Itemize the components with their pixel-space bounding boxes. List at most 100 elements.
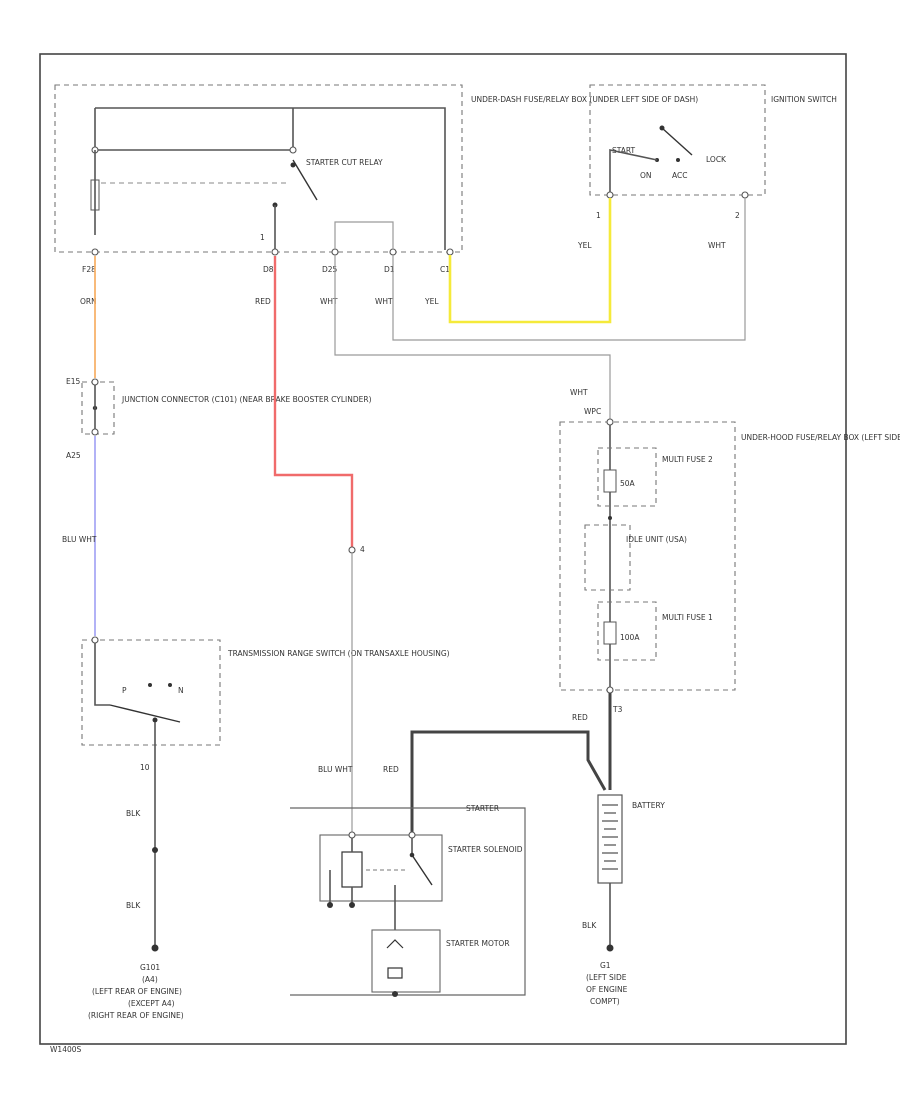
multi-fuse-1-box — [597, 601, 657, 661]
battery-cells — [602, 804, 618, 870]
connector-t3 — [606, 686, 614, 694]
ignition-switch: START ON ACC LOCK 1 2 — [596, 125, 749, 220]
relay-pin-top — [289, 146, 297, 154]
ignition-switch-label: IGNITION SWITCH — [771, 95, 837, 104]
wire-wht-label-3: WHT — [708, 241, 726, 250]
starter-label: STARTER — [466, 804, 499, 813]
ignition-pin-2 — [741, 191, 749, 199]
d8-label: D8 — [263, 265, 274, 274]
trans-contact-n — [168, 683, 172, 687]
wire-yel-label-1: YEL — [424, 297, 439, 306]
solenoid-contact — [409, 852, 415, 858]
starter-solenoid-box — [319, 834, 443, 902]
trans-input-wire — [94, 643, 110, 706]
trans-switch-arm — [109, 704, 181, 723]
wpc-label: WPC — [584, 407, 601, 416]
fuse-100a-label: 100A — [620, 633, 640, 642]
ign-lock-label: LOCK — [706, 155, 727, 164]
junction-connector-box — [81, 381, 115, 435]
d25-label: D25 — [322, 265, 338, 274]
solenoid-pin-s — [348, 831, 356, 839]
ground-splice — [152, 847, 158, 853]
starter-battery-cable — [410, 730, 607, 832]
starter-motor-box — [371, 929, 441, 993]
white-wire-to-underhood — [334, 255, 611, 420]
wire-blk-label-2: BLK — [126, 901, 141, 910]
wire-blu-wht-label-2: BLU WHT — [318, 765, 353, 774]
ign-on-label: ON — [640, 171, 652, 180]
yellow-wire — [448, 198, 612, 324]
d1-label: D1 — [384, 265, 395, 274]
junction-connector-label: JUNCTION CONNECTOR (C101) (NEAR BRAKE BO… — [121, 395, 372, 404]
wire-blu-wht-label-1: BLU WHT — [62, 535, 97, 544]
trans-pin-in — [91, 636, 99, 644]
wire-red-label-3: RED — [383, 765, 399, 774]
wire-yel-label-2: YEL — [577, 241, 592, 250]
g101-line1: G101 — [140, 963, 160, 972]
fuse-symbol — [90, 179, 100, 211]
starter-motor-label: STARTER MOTOR — [446, 939, 510, 948]
multi-fuse-2-label: MULTI FUSE 2 — [662, 455, 713, 464]
starter-solenoid-label: STARTER SOLENOID — [448, 845, 523, 854]
underdash-bus — [95, 107, 446, 250]
c1-label: C1 — [440, 265, 450, 274]
idle-unit-label: IDLE UNIT (USA) — [626, 535, 687, 544]
multi-fuse-2-box — [597, 447, 657, 507]
fuse-50a-symbol — [603, 469, 617, 493]
f28-label: F28 — [82, 265, 96, 274]
g1-line4: COMPT) — [590, 997, 620, 1006]
pin-10-label: 10 — [140, 763, 150, 772]
wire-wht-label-2: WHT — [375, 297, 393, 306]
solenoid-coil — [341, 851, 363, 888]
g1-line3: OF ENGINE — [586, 985, 628, 994]
ignition-switch-box — [589, 84, 766, 196]
relay-contact — [290, 162, 296, 168]
ignition-pin-2-label: 2 — [735, 211, 740, 220]
fuse-100a-symbol — [603, 621, 617, 645]
d25-d1-loop — [334, 221, 394, 250]
ignition-contact-on — [676, 158, 680, 162]
multi-fuse-1-label: MULTI FUSE 1 — [662, 613, 713, 622]
pin-4-label: 4 — [360, 545, 365, 554]
ignition-pin-1 — [606, 191, 614, 199]
fuse-junction-1 — [608, 516, 612, 520]
battery-body — [597, 794, 623, 884]
relay-switch-arm — [292, 159, 318, 201]
ign-start-label: START — [612, 146, 636, 155]
t3-label: T3 — [612, 705, 623, 714]
g101-line5: (RIGHT REAR OF ENGINE) — [88, 1011, 184, 1020]
trans-range-switch-label: TRANSMISSION RANGE SWITCH (ON TRANSAXLE … — [227, 649, 450, 658]
battery-label: BATTERY — [632, 801, 665, 810]
connector-f28 — [91, 248, 99, 256]
a25-label: A25 — [66, 451, 81, 460]
g101-line3: (LEFT REAR OF ENGINE) — [92, 987, 182, 996]
idle-unit-box — [584, 524, 631, 591]
trans-range-switch-box — [81, 639, 221, 746]
underdash-box-label: UNDER-DASH FUSE/RELAY BOX (UNDER LEFT SI… — [471, 95, 698, 104]
e15-label: E15 — [66, 377, 81, 386]
fuse-50a-label: 50A — [620, 479, 636, 488]
wire-blk-label-3: BLK — [582, 921, 597, 930]
g1-line2: (LEFT SIDE — [586, 973, 627, 982]
wire-orn-label: ORN — [80, 297, 97, 306]
wire-red-label-2: RED — [572, 713, 588, 722]
diagram-frame — [39, 53, 847, 1045]
underhood-input-pin — [606, 418, 614, 426]
motor-armature — [387, 967, 403, 979]
underdash-box-text: UNDER-DASH FUSE/RELAY BOX (UNDER LEFT SI… — [471, 95, 698, 104]
wire-wht-label-4: WHT — [570, 388, 588, 397]
connector-e15 — [91, 378, 99, 386]
connector-d8 — [271, 248, 279, 256]
g101-line2: (A4) — [142, 975, 158, 984]
starter-motor — [386, 939, 404, 997]
trans-output-contact — [152, 717, 158, 723]
wire-wht-label-1: WHT — [320, 297, 338, 306]
ignition-start-wire — [609, 149, 658, 192]
trans-p-label: P — [122, 686, 127, 695]
g101-line4: (EXCEPT A4) — [128, 999, 175, 1008]
white-wire-ignition — [392, 198, 746, 341]
wire-blk-label-1: BLK — [126, 809, 141, 818]
underhood-fuse-relay-box — [559, 421, 736, 691]
ignition-pin-1-label: 1 — [596, 211, 601, 220]
starter-cut-relay-label: STARTER CUT RELAY — [306, 158, 383, 167]
